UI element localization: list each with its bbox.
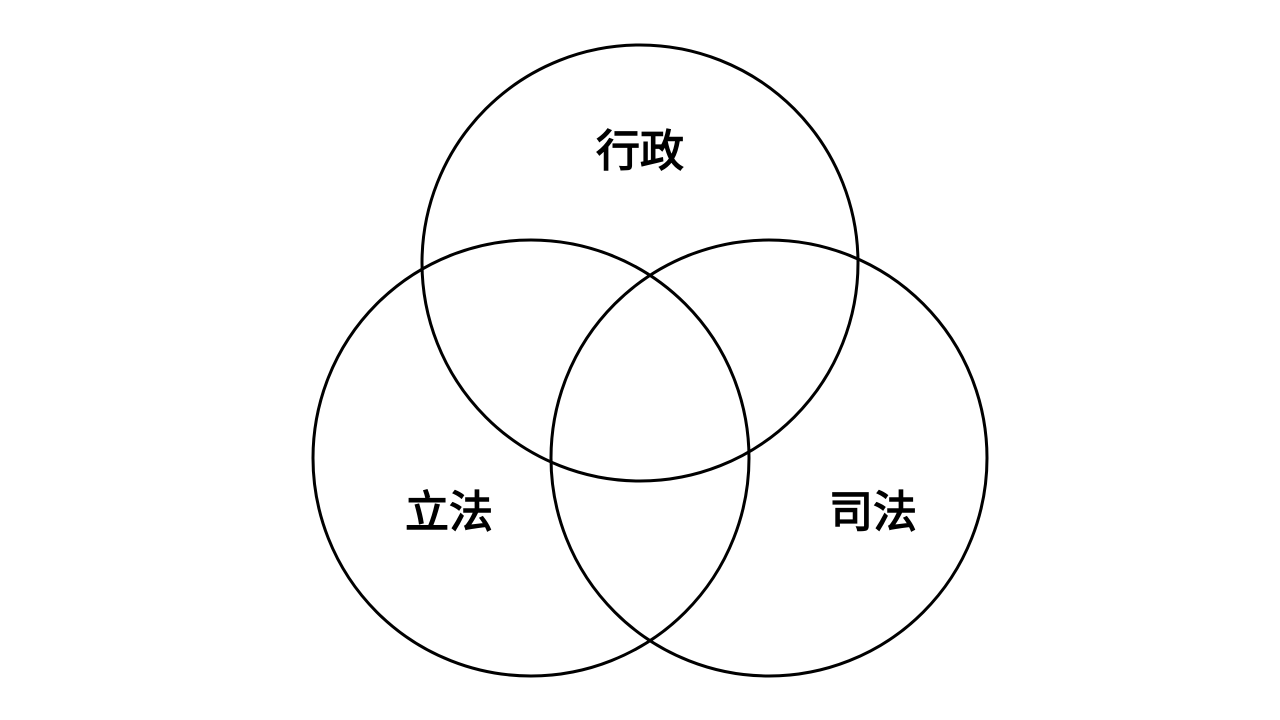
label-executive: 行政 [596,126,684,177]
circle-legislative [311,238,751,678]
circle-judicial [549,238,989,678]
circle-executive [420,43,860,483]
label-legislative: 立法 [405,487,493,538]
label-judicial: 司法 [829,487,917,538]
